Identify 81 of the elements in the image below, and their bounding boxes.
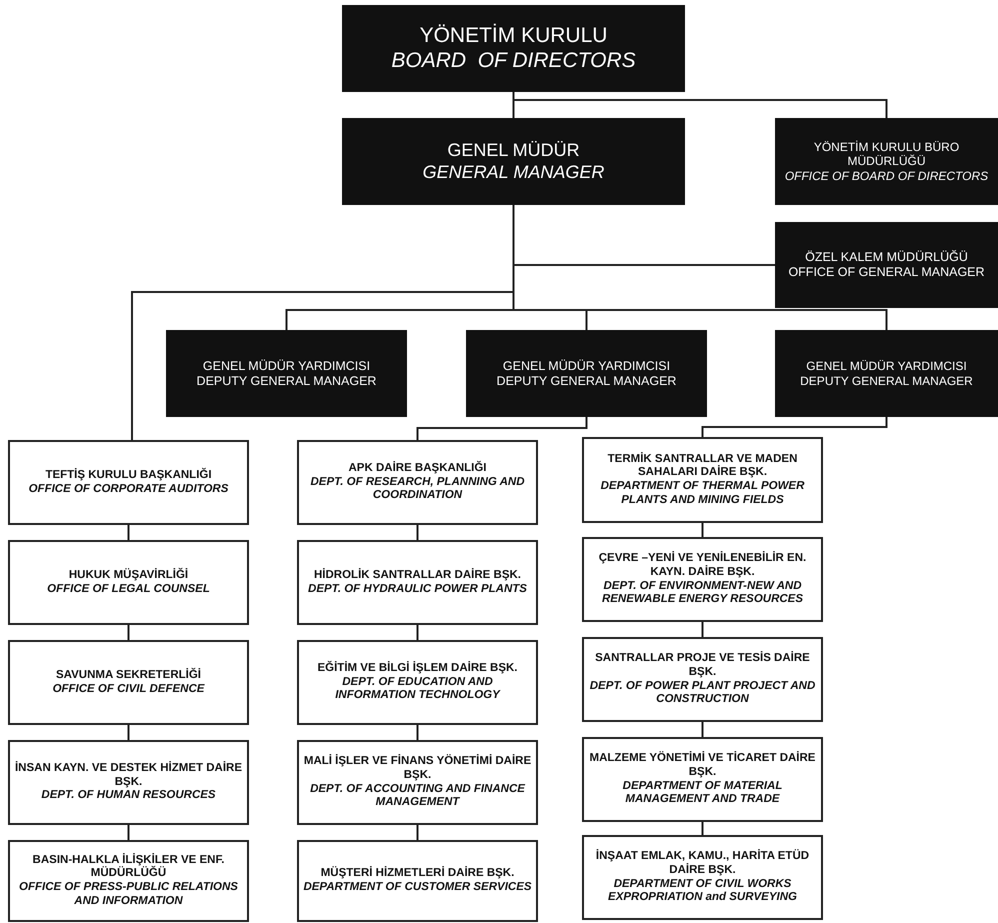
department-box: [297, 640, 538, 725]
department-box: [8, 640, 249, 725]
position-box: [466, 330, 707, 417]
unit-name: ÇEVRE –YENİ VE YENİLENEBİLİR EN. KAYN. DAİRE BŞK.: [598, 552, 808, 580]
position-box: [166, 330, 407, 417]
unit-name-english: DEPUTY GENERAL MANAGER: [800, 374, 973, 388]
connector-line: [416, 825, 418, 840]
connector-line: [128, 525, 130, 540]
unit-name-english: DEPUTY GENERAL MANAGER: [196, 374, 376, 388]
unit-name: İNSAN KAYN. VE DESTEK HİZMET DAİRE BŞK.: [14, 762, 244, 790]
unit-name-english: DEPT. OF RESEARCH, PLANNING AND COORDINATION: [309, 476, 526, 503]
unit-name-english: DEPT. OF POWER PLANT PROJECT AND CONSTRUCTION: [588, 680, 816, 707]
unit-name-english: OFFICE OF BOARD OF DIRECTORS: [784, 168, 988, 183]
department-box: [582, 537, 823, 622]
position-box: [775, 118, 998, 205]
unit-name: SANTRALLAR PROJE VE TESİS DAİRE BŞK.: [594, 652, 811, 680]
connector-line: [416, 625, 418, 640]
department-box: [297, 540, 538, 625]
connector-line: [416, 525, 418, 540]
connector-line: [702, 822, 704, 835]
department-box: [582, 437, 823, 523]
unit-name-english: DEPARTMENT OF CUSTOMER SERVICES: [303, 881, 532, 895]
unit-name: TEFTİŞ KURULU BAŞKANLIĞI: [45, 468, 212, 482]
connector-line: [702, 722, 704, 737]
unit-name-english: GENERAL MANAGER: [422, 162, 604, 183]
unit-name: YÖNETİM KURULU BÜRO MÜDÜRLÜĞÜ: [812, 140, 960, 169]
unit-name-english: OFFICE OF CIVIL DEFENCE: [52, 682, 204, 696]
unit-name: EĞİTİM VE BİLGİ İŞLEM DAİRE BŞK.: [318, 662, 518, 676]
position-box: [342, 118, 685, 205]
connector-line: [128, 825, 130, 840]
department-box: [8, 440, 249, 525]
position-box: [775, 330, 998, 417]
unit-name: BASIN-HALKLA İLİŞKİLER VE ENF. MÜDÜRLÜĞÜ: [32, 854, 226, 881]
department-box: [8, 840, 249, 922]
unit-name: GENEL MÜDÜR YARDIMCISI: [502, 358, 670, 374]
unit-name: GENEL MÜDÜR YARDIMCISI: [202, 358, 370, 374]
unit-name: YÖNETİM KURULU: [420, 24, 608, 48]
unit-name: SAVUNMA SEKRETERLİĞİ: [56, 668, 202, 682]
connector-line: [702, 523, 704, 537]
department-box: [297, 840, 538, 922]
unit-name: ÖZEL KALEM MÜDÜRLÜĞÜ: [805, 250, 968, 265]
unit-name: MALİ İŞLER VE FİNANS YÖNETİMİ DAİRE BŞK.: [302, 755, 532, 782]
unit-name-english: DEPT. OF EDUCATION AND INFORMATION TECHNOLOGY: [334, 676, 502, 703]
unit-name-english: BOARD OF DIRECTORS: [391, 48, 636, 74]
department-box: [582, 737, 823, 822]
unit-name-english: DEPT. OF ENVIRONMENT-NEW AND RENEWABLE ENERGY RESOURCES: [600, 580, 804, 607]
unit-name-english: OFFICE OF PRESS-PUBLIC RELATIONS AND INFORMATION: [18, 881, 239, 908]
unit-name-english: OFFICE OF LEGAL COUNSEL: [47, 582, 210, 596]
department-box: [297, 740, 538, 825]
unit-name: HUKUK MÜŞAVİRLİĞİ: [68, 568, 188, 582]
unit-name: MÜŞTERİ HİZMETLERİ DAİRE BŞK.: [320, 867, 514, 881]
department-box: [8, 540, 249, 625]
department-box: [582, 637, 823, 722]
unit-name-english: OFFICE OF CORPORATE AUDITORS: [28, 482, 228, 496]
connector-line: [702, 622, 704, 637]
unit-name: APK DAİRE BAŞKANLIĞI: [348, 462, 486, 476]
unit-name: MALZEME YÖNETİMİ VE TİCARET DAİRE BŞK.: [588, 752, 816, 780]
unit-name-english: DEPT. OF ACCOUNTING AND FINANCE MANAGEMENT: [309, 782, 526, 810]
unit-name-english: DEPARTMENT OF CIVIL WORKS EXPROPRIATION and SURVEYING: [607, 878, 798, 905]
unit-name: GENEL MÜDÜR: [447, 140, 580, 162]
unit-name-english: OFFICE OF GENERAL MANAGER: [788, 265, 985, 280]
connector-line: [416, 725, 418, 740]
unit-name: HİDROLİK SANTRALLAR DAİRE BŞK.: [314, 568, 521, 582]
unit-name-english: DEPARTMENT OF MATERIAL MANAGEMENT AND TRADE: [622, 780, 784, 807]
connector-line: [128, 625, 130, 640]
unit-name: TERMİK SANTRALLAR VE MADEN SAHALARI DAİRE BŞK.: [606, 452, 798, 480]
unit-name: İNŞAAT EMLAK, KAMU., HARİTA ETÜD DAİRE BŞK.: [594, 850, 810, 878]
position-box: [775, 222, 998, 308]
position-box: [342, 5, 685, 92]
connector-line: [702, 417, 888, 437]
connector-line: [128, 725, 130, 740]
unit-name-english: DEPUTY GENERAL MANAGER: [496, 374, 676, 388]
department-box: [297, 440, 538, 525]
unit-name-english: DEPT. OF HUMAN RESOURCES: [41, 789, 216, 803]
unit-name-english: DEPT. OF HYDRAULIC POWER PLANTS: [308, 582, 527, 596]
unit-name: GENEL MÜDÜR YARDIMCISI: [806, 359, 967, 374]
department-box: [582, 835, 823, 920]
unit-name-english: DEPARTMENT OF THERMAL POWER PLANTS AND MINING FIELDS: [600, 480, 806, 508]
department-box: [8, 740, 249, 825]
connector-line: [416, 417, 588, 440]
connector-line: [512, 92, 888, 118]
